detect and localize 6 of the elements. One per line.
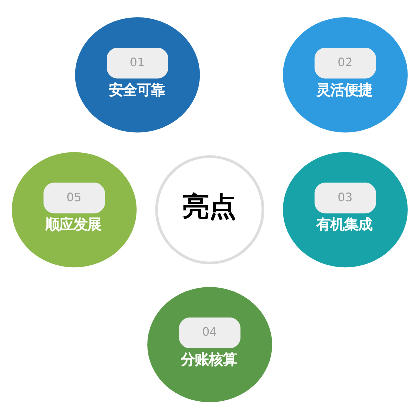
node-circle: 02 灵活便捷 bbox=[283, 18, 408, 133]
node-circle: 05 顺应发展 bbox=[12, 152, 137, 268]
node-circle: 04 分账核算 bbox=[148, 287, 272, 402]
node-circle: 亮点 bbox=[155, 155, 265, 265]
node-circle: 03 有机集成 bbox=[283, 152, 408, 268]
node-circle: 01 安全可靠 bbox=[75, 18, 200, 133]
